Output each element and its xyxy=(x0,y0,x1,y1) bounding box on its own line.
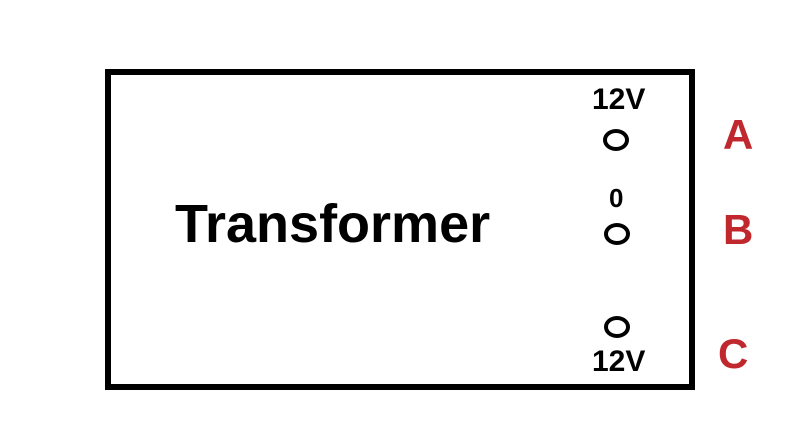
transformer-title: Transformer xyxy=(175,194,491,254)
terminal-c-voltage-label: 12V xyxy=(592,345,646,378)
terminal-a-letter: A xyxy=(723,111,754,158)
terminal-b-letter: B xyxy=(723,206,754,253)
terminal-a-circle xyxy=(603,129,629,151)
terminal-c-circle xyxy=(604,316,630,338)
terminal-a-voltage-label: 12V xyxy=(592,83,646,116)
terminal-c-letter: C xyxy=(718,330,749,377)
terminal-b-voltage-label: 0 xyxy=(609,183,624,213)
terminal-b-circle xyxy=(604,223,630,245)
transformer-box xyxy=(105,69,695,390)
